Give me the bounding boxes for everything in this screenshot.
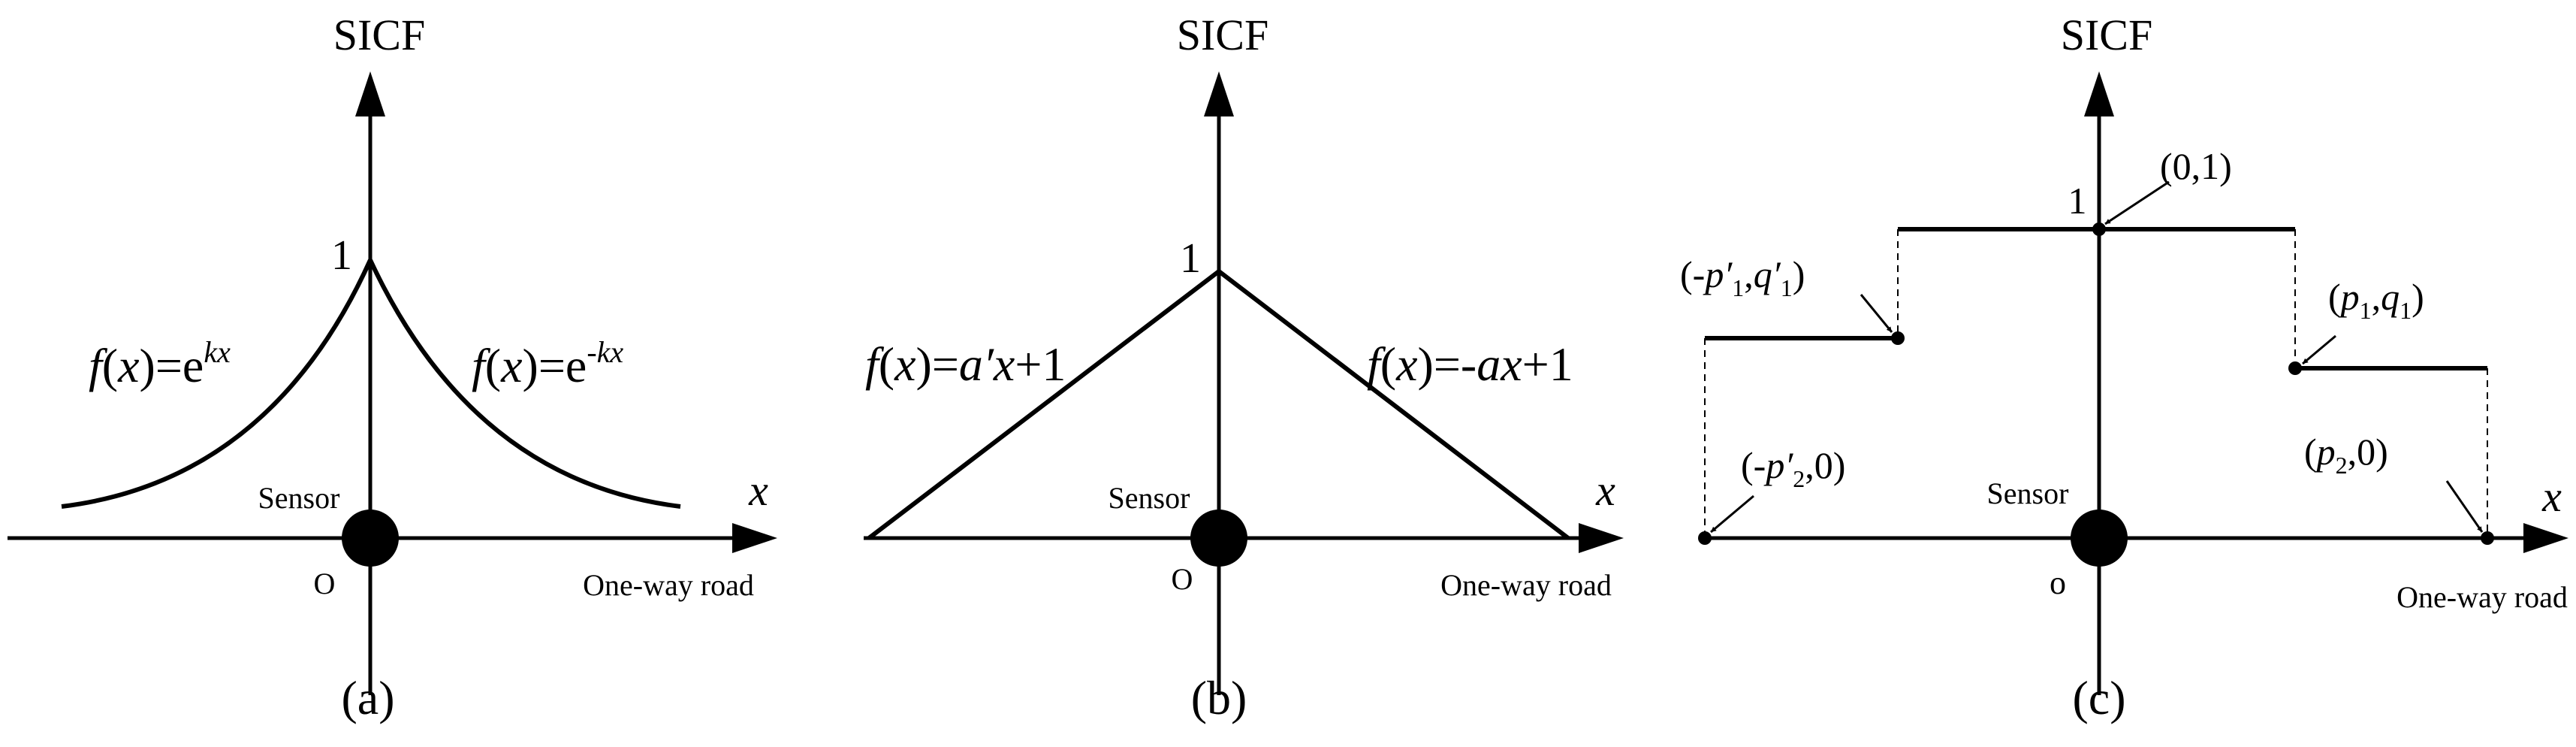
sensor-dot — [2071, 510, 2128, 567]
sensor-dot — [1190, 510, 1247, 567]
y-axis-arrowhead — [2084, 71, 2114, 116]
arrow-right-upper — [2302, 334, 2336, 365]
road-label: One-way road — [1440, 568, 1612, 602]
origin-label: o — [2050, 564, 2066, 601]
point-left-lower — [1698, 531, 1712, 545]
triangle-function — [867, 268, 1570, 540]
panel-a: SICF x 1 Sensor O One-way road (a) f(x)=… — [8, 11, 777, 724]
arrow-left-upper — [1860, 294, 1893, 333]
point-left-upper — [1891, 331, 1905, 345]
y-axis-arrowhead — [1204, 71, 1234, 116]
x-axis-label: x — [748, 466, 768, 515]
y-axis-label: SICF — [1177, 11, 1269, 59]
value-one-label: 1 — [2068, 180, 2087, 222]
curve-right-exp — [368, 259, 681, 509]
arrow-0-1 — [2104, 180, 2170, 225]
origin-label: O — [314, 567, 336, 600]
point-0-1 — [2092, 222, 2106, 236]
formula-right: f(x)=-ax+1 — [1367, 337, 1573, 391]
formula-left: f(x)=ekx — [89, 335, 231, 392]
point-right-lower — [2481, 531, 2494, 545]
label-point-right-lower: (p2,0) — [2304, 431, 2388, 479]
y-axis-label: SICF — [333, 11, 426, 59]
x-axis-label: x — [2541, 472, 2562, 521]
y-axis-arrowhead — [355, 71, 385, 116]
x-axis-arrowhead — [732, 523, 777, 553]
label-point-left-lower: (-p′2,0) — [1741, 444, 1845, 492]
label-point-left-upper: (-p′1,q′1) — [1680, 253, 1805, 301]
curve-left-exp — [61, 259, 373, 509]
sensor-label: Sensor — [1987, 476, 2069, 510]
origin-label: O — [1172, 562, 1193, 596]
sensor-label: Sensor — [258, 481, 340, 515]
panel-c: SICF x 1 Sensor o One-way road (c) (0,1)… — [1680, 11, 2568, 724]
arrow-left-lower — [1710, 494, 1754, 534]
x-axis-label: x — [1595, 466, 1615, 515]
caption-a: (a) — [341, 671, 394, 724]
x-axis-arrowhead — [1579, 523, 1624, 553]
formula-right: f(x)=e-kx — [472, 335, 623, 392]
caption-c: (c) — [2072, 671, 2125, 724]
road-label: One-way road — [583, 568, 754, 602]
arrow-right-lower — [2445, 480, 2484, 533]
sensor-dot — [342, 510, 399, 567]
point-right-upper — [2288, 361, 2302, 375]
sensor-label: Sensor — [1109, 481, 1190, 515]
caption-b: (b) — [1191, 671, 1247, 724]
x-axis-arrowhead — [2523, 523, 2568, 553]
road-label: One-way road — [2397, 580, 2568, 614]
value-one-label: 1 — [331, 232, 352, 279]
label-point-0-1: (0,1) — [2160, 145, 2232, 187]
panel-b: SICF x 1 Sensor O One-way road (b) f(x)=… — [864, 11, 1624, 724]
y-axis-label: SICF — [2061, 11, 2153, 59]
value-one-label: 1 — [1180, 235, 1201, 282]
formula-left: f(x)=a′x+1 — [865, 337, 1066, 391]
label-point-right-upper: (p1,q1) — [2328, 276, 2424, 324]
